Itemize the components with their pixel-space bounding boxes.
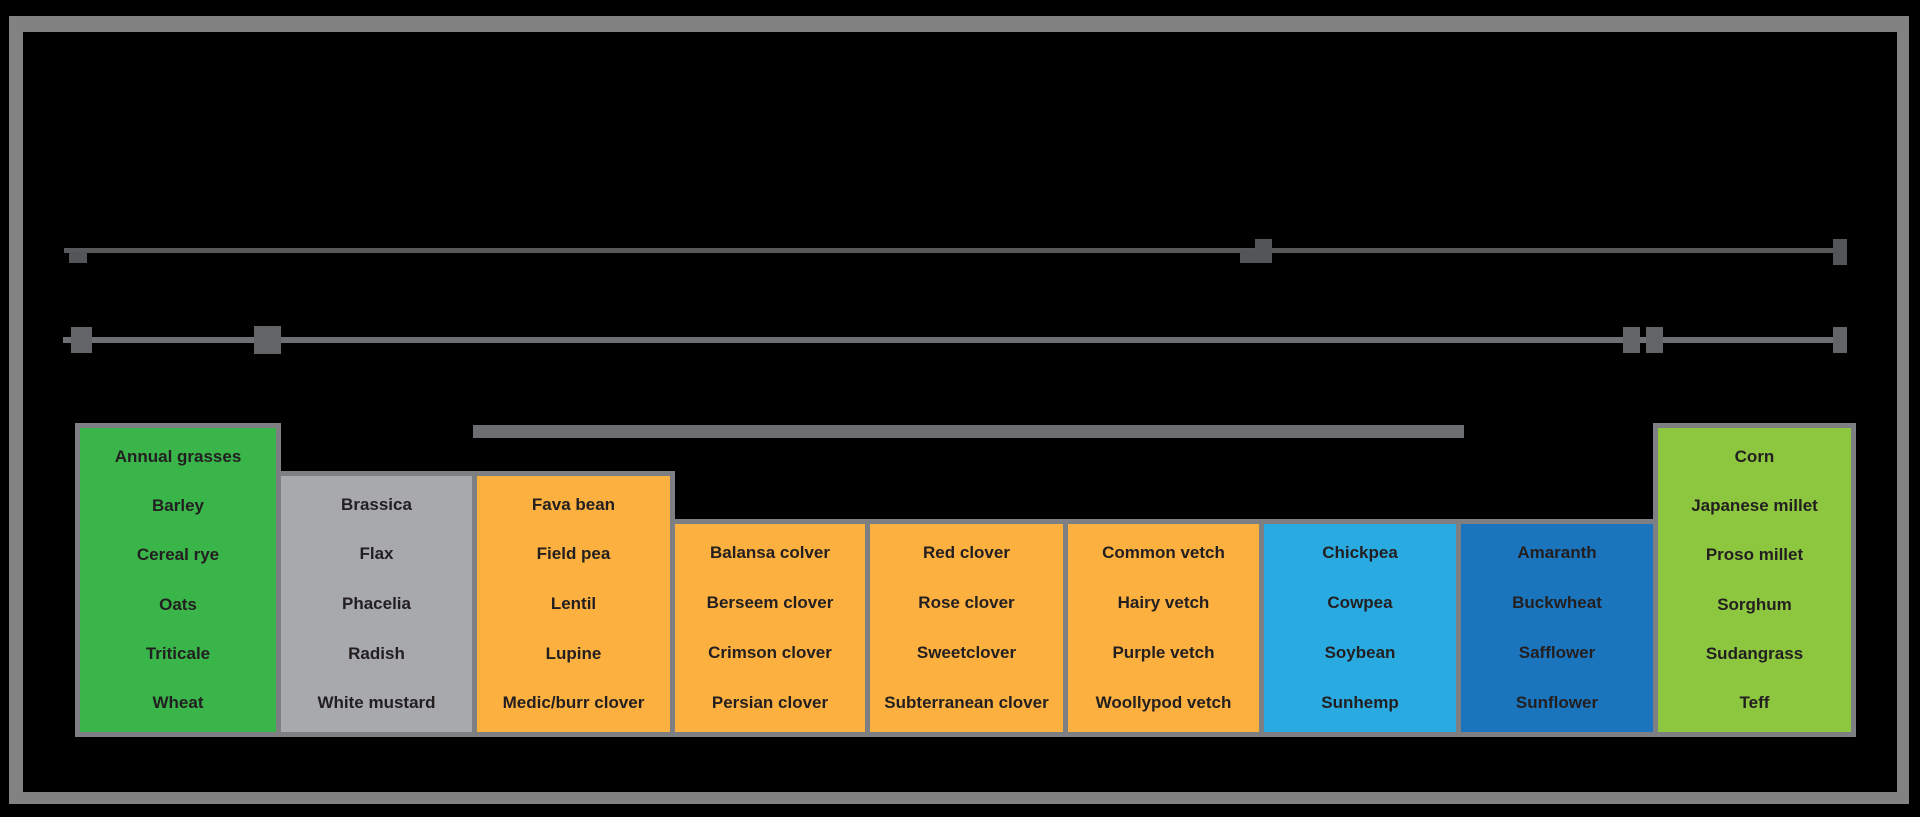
top-slider-rail[interactable] bbox=[64, 248, 1840, 253]
crop-label: Rose clover bbox=[918, 593, 1015, 612]
crop-label: Barley bbox=[152, 495, 204, 515]
top-slider-mid-handle-tab[interactable] bbox=[1255, 239, 1272, 250]
crop-label: Berseem clover bbox=[706, 593, 834, 612]
crop-label: Balansa colver bbox=[709, 543, 830, 562]
crop-label: Buckwheat bbox=[1512, 593, 1602, 612]
crop-label: Proso millet bbox=[1705, 545, 1804, 565]
outer-frame bbox=[9, 16, 1909, 804]
crop-label: Crimson clover bbox=[708, 643, 832, 662]
crop-label: Teff bbox=[1739, 693, 1770, 713]
crop-column-warm-legumes: Chickpea Cowpea Soybean Sunhemp bbox=[1259, 519, 1461, 737]
crop-label: Field pea bbox=[536, 544, 611, 564]
bottom-slider-end-cap bbox=[1833, 327, 1847, 353]
crop-label: Red clover bbox=[923, 543, 1010, 562]
crop-label: Sudangrass bbox=[1705, 643, 1804, 663]
crop-column-warm-grasses: Corn Japanese millet Proso millet Sorghu… bbox=[1653, 423, 1856, 737]
bottom-slider-handle-2[interactable] bbox=[254, 326, 281, 354]
crop-label: Safflower bbox=[1518, 643, 1596, 662]
range-bar[interactable] bbox=[473, 425, 1464, 438]
crop-label: Cereal rye bbox=[136, 545, 220, 565]
crop-label: Hairy vetch bbox=[1117, 593, 1210, 612]
crop-label: Purple vetch bbox=[1112, 643, 1215, 662]
crop-label: Oats bbox=[159, 594, 197, 614]
crop-label: Annual grasses bbox=[114, 446, 242, 466]
crop-label: Subterranean clover bbox=[884, 693, 1049, 712]
crop-label: Wheat bbox=[152, 693, 204, 713]
crop-column-vetches: Common vetch Hairy vetch Purple vetch Wo… bbox=[1063, 519, 1264, 737]
crop-label: Radish bbox=[348, 643, 405, 663]
crop-label: Chickpea bbox=[1322, 543, 1398, 562]
bottom-slider-handle-4[interactable] bbox=[1646, 327, 1663, 353]
crop-column-annual-clovers: Balansa colver Berseem clover Crimson cl… bbox=[670, 519, 870, 737]
crop-label: Cowpea bbox=[1327, 593, 1393, 612]
crop-column-brassicas: Brassica Flax Phacelia Radish White must… bbox=[276, 471, 477, 737]
top-slider-left-handle[interactable] bbox=[69, 252, 87, 263]
crop-column-cool-legumes: Fava bean Field pea Lentil Lupine Medic/… bbox=[472, 471, 675, 737]
crop-label: Phacelia bbox=[342, 593, 411, 613]
top-slider-end-cap bbox=[1833, 239, 1847, 265]
crop-label: Soybean bbox=[1324, 643, 1396, 662]
crop-label: Triticale bbox=[145, 643, 211, 663]
bottom-slider-rail[interactable] bbox=[63, 337, 1840, 343]
crop-label: Japanese millet bbox=[1691, 495, 1818, 515]
crop-label: Lentil bbox=[550, 593, 597, 613]
crop-label: Sunflower bbox=[1515, 693, 1599, 712]
crop-label: Woollypod vetch bbox=[1095, 693, 1232, 712]
crop-label: White mustard bbox=[317, 693, 436, 713]
crop-label: Flax bbox=[359, 544, 394, 564]
crop-label: Brassica bbox=[341, 494, 412, 514]
bottom-slider-handle-1[interactable] bbox=[71, 327, 92, 353]
crop-column-perennial-clovers: Red clover Rose clover Sweetclover Subte… bbox=[865, 519, 1068, 737]
crop-label: Medic/burr clover bbox=[502, 693, 645, 713]
crop-label: Lupine bbox=[545, 643, 602, 663]
crop-label: Common vetch bbox=[1102, 543, 1225, 562]
crop-column-annual-grasses: Annual grasses Barley Cereal rye Oats Tr… bbox=[75, 423, 281, 737]
top-slider-mid-handle[interactable] bbox=[1240, 249, 1272, 263]
crop-label: Sorghum bbox=[1717, 594, 1792, 614]
crop-label: Sunhemp bbox=[1321, 693, 1399, 712]
crop-column-broadleaves: Amaranth Buckwheat Safflower Sunflower bbox=[1456, 519, 1658, 737]
crop-label: Persian clover bbox=[711, 693, 829, 712]
crop-label: Sweetclover bbox=[916, 643, 1017, 662]
bottom-slider-handle-3[interactable] bbox=[1623, 327, 1640, 353]
crop-label: Amaranth bbox=[1517, 543, 1597, 562]
crop-label: Corn bbox=[1734, 446, 1775, 466]
crop-label: Fava bean bbox=[531, 494, 616, 514]
